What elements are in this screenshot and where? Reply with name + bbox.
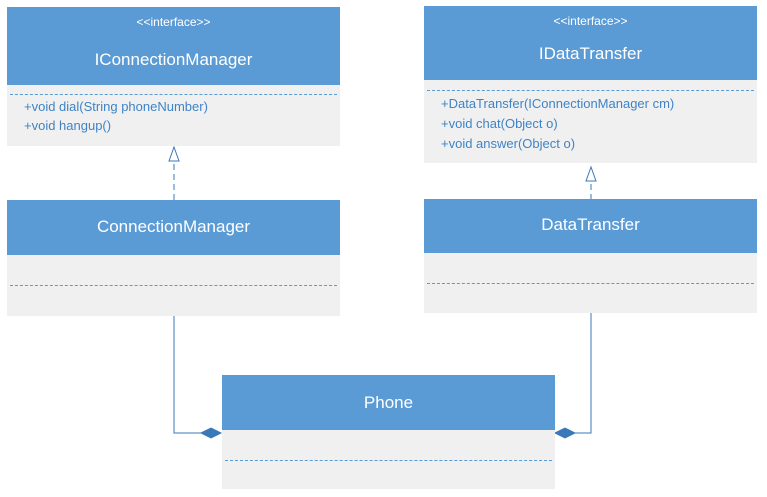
- method-hangup: +void hangup(): [24, 118, 112, 133]
- stereotype-label: <<interface>>: [553, 14, 628, 28]
- class-header-connection-manager: ConnectionManager: [7, 200, 340, 255]
- compartment-divider: [427, 90, 754, 91]
- composition-diamond-phone-right: [553, 427, 577, 439]
- compartment-divider: [225, 460, 552, 461]
- compartment-divider: [10, 94, 337, 95]
- compartment-divider: [10, 285, 337, 286]
- class-box-idata-transfer[interactable]: <<interface>> IDataTransfer +DataTransfe…: [424, 6, 757, 163]
- method-dial: +void dial(String phoneNumber): [24, 99, 208, 114]
- method-answer: +void answer(Object o): [441, 136, 576, 151]
- class-box-data-transfer[interactable]: DataTransfer: [424, 199, 757, 313]
- class-name-connection-manager: ConnectionManager: [96, 217, 251, 236]
- class-header-iconnection-manager: <<interface>> IConnectionManager: [7, 7, 340, 85]
- method-constructor: +DataTransfer(IConnectionManager cm): [441, 96, 675, 111]
- method-chat: +void chat(Object o): [441, 116, 558, 131]
- class-name-data-transfer: DataTransfer: [541, 215, 640, 234]
- realization-arrowhead-iconnection-manager: [168, 145, 180, 162]
- stereotype-label: <<interface>>: [136, 15, 211, 29]
- composition-diamond-phone-left: [199, 427, 223, 439]
- class-box-phone[interactable]: Phone: [222, 375, 555, 489]
- class-header-data-transfer: DataTransfer: [424, 199, 757, 253]
- class-header-idata-transfer: <<interface>> IDataTransfer: [424, 6, 757, 80]
- class-name-idata-transfer: IDataTransfer: [538, 44, 643, 63]
- class-box-iconnection-manager[interactable]: <<interface>> IConnectionManager +void d…: [7, 7, 340, 146]
- class-name-iconnection-manager: IConnectionManager: [94, 50, 253, 69]
- class-name-phone: Phone: [363, 393, 414, 412]
- composition-line-connection-manager: [173, 316, 201, 434]
- composition-line-data-transfer: [575, 313, 592, 434]
- realization-arrowhead-idata-transfer: [585, 165, 597, 182]
- compartment-divider: [427, 283, 754, 284]
- class-header-phone: Phone: [222, 375, 555, 430]
- class-box-connection-manager[interactable]: ConnectionManager: [7, 200, 340, 316]
